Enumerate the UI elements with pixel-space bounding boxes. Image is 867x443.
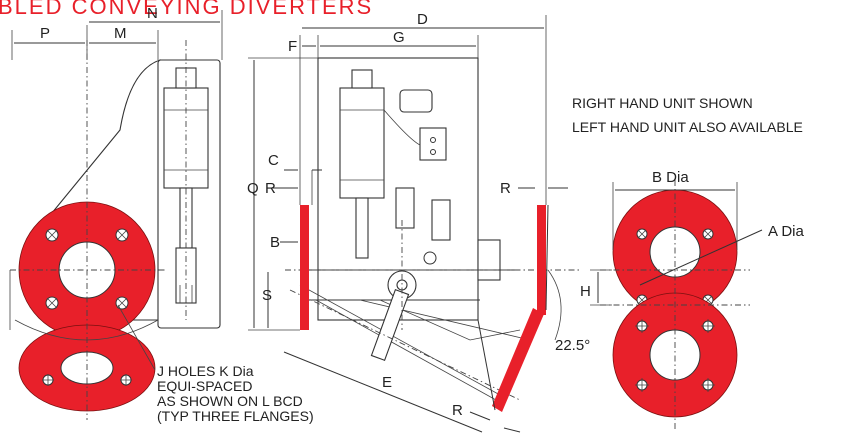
flange-face-view: B Dia A Dia H: [580, 169, 805, 430]
dim-F: F: [288, 38, 297, 55]
dim-D: D: [417, 11, 428, 28]
dim-P: P: [40, 25, 50, 42]
dim-Q: Q: [247, 180, 259, 197]
dim-A-dia: A Dia: [768, 223, 805, 240]
drawing-title: BLED CONVEYING DIVERTERS: [0, 0, 373, 19]
dim-M: M: [114, 25, 127, 42]
front-left-flange: [300, 205, 309, 330]
dim-R-left: R: [265, 180, 276, 197]
front-view: F G D Q S C R B R E R 22.5°: [247, 11, 590, 433]
note-holes-1: J HOLES K Dia: [157, 363, 254, 379]
dim-S: S: [262, 287, 272, 304]
dim-angle: 22.5°: [555, 337, 590, 354]
dim-G: G: [393, 29, 405, 46]
dim-B-dia: B Dia: [652, 169, 689, 186]
dim-B: B: [270, 234, 280, 251]
dim-R-right: R: [500, 180, 511, 197]
dim-H: H: [580, 283, 591, 300]
note-right-hand: RIGHT HAND UNIT SHOWN: [572, 95, 753, 111]
left-side-view: P M N: [9, 5, 223, 420]
dim-R-bottom: R: [452, 402, 463, 419]
dim-N: N: [147, 5, 158, 22]
dim-E: E: [382, 374, 392, 391]
note-holes-4: (TYP THREE FLANGES): [157, 408, 314, 424]
front-right-flange: [537, 205, 546, 315]
note-left-hand: LEFT HAND UNIT ALSO AVAILABLE: [572, 119, 803, 135]
outlet-flange: [492, 308, 544, 412]
dim-C: C: [268, 152, 279, 169]
note-holes-3: AS SHOWN ON L BCD: [157, 393, 303, 409]
note-holes-2: EQUI-SPACED: [157, 378, 252, 394]
